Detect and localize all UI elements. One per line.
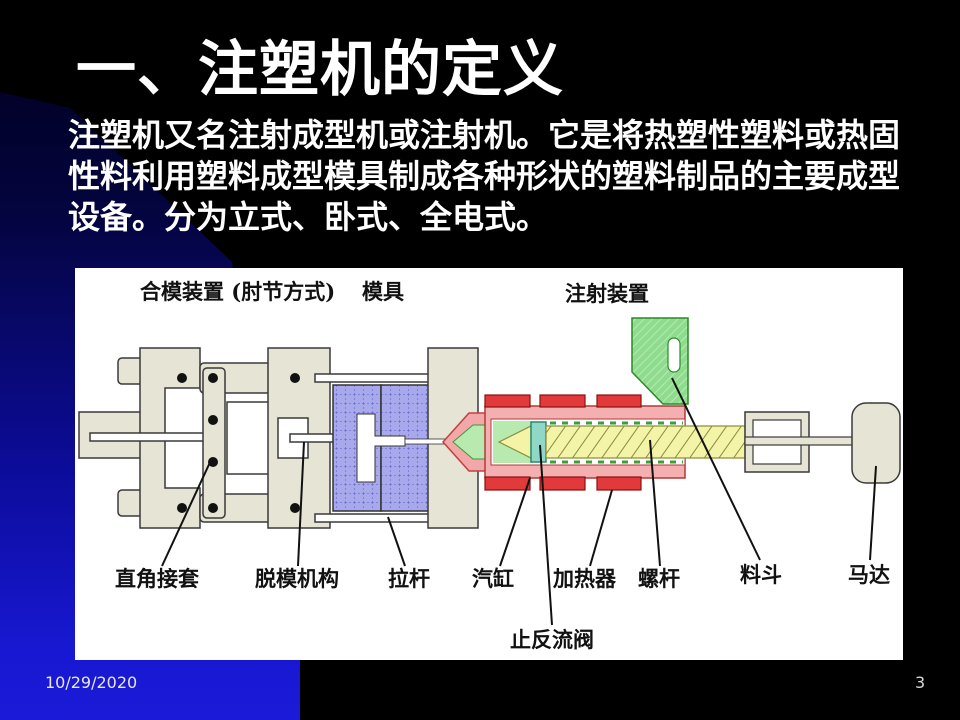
label-ejector-mechanism: 脱模机构 xyxy=(255,566,339,591)
motor xyxy=(851,402,901,484)
heater-band xyxy=(596,476,642,491)
label-cylinder: 汽缸 xyxy=(472,566,514,591)
label-heater: 加热器 xyxy=(553,566,616,591)
body-text: 注塑机又名注射成型机或注射机。它是将热塑性塑料或热固 性料利用塑料成型模具制成各… xyxy=(68,115,900,238)
injection-machine-diagram: 合模装置 (肘节方式) 模具 注射装置 直角接套 脱模机构 拉杆 汽缸 加热器 … xyxy=(75,268,903,660)
heater-band xyxy=(484,476,531,491)
screw xyxy=(545,425,746,459)
mold xyxy=(332,384,430,512)
label-screw: 螺杆 xyxy=(638,566,680,591)
label-check-valve: 止反流阀 xyxy=(510,627,594,652)
toggle-pin xyxy=(208,415,218,425)
heater-band xyxy=(539,476,586,491)
toggle-pin xyxy=(208,373,218,383)
label-hopper: 料斗 xyxy=(740,562,782,587)
body-line: 设备。分为立式、卧式、全电式。 xyxy=(68,198,549,236)
label-clamping-unit: 合模装置 (肘节方式) xyxy=(140,279,336,304)
toggle-pin xyxy=(208,503,218,513)
mold-cavity xyxy=(356,413,406,483)
pointer-line xyxy=(297,441,305,567)
sprue xyxy=(404,438,448,445)
machine-drawing xyxy=(78,317,901,626)
clamping-unit xyxy=(78,347,436,529)
tie-bar xyxy=(314,373,436,383)
mold-fixed-half xyxy=(380,384,430,512)
toggle-pin xyxy=(177,373,187,383)
drive-shaft xyxy=(744,436,856,446)
label-right-angle-sleeve: 直角接套 xyxy=(115,566,199,591)
pointer-line xyxy=(161,457,213,567)
page-number: 3 xyxy=(915,673,926,692)
label-motor: 马达 xyxy=(848,562,890,587)
tie-bar xyxy=(314,513,436,523)
pointer-line xyxy=(387,516,406,567)
injection-unit xyxy=(441,317,901,491)
toggle-pin xyxy=(290,503,300,513)
pointer-line xyxy=(539,444,553,626)
slide-title: 一、注塑机的定义 xyxy=(76,35,564,105)
body-line: 注塑机又名注射成型机或注射机。它是将热塑性塑料或热固 xyxy=(68,116,901,154)
hopper-slot xyxy=(667,337,681,373)
label-injection-unit: 注射装置 xyxy=(565,281,649,306)
pointer-line xyxy=(869,465,877,561)
crosshead-box xyxy=(226,401,270,475)
heater-band xyxy=(539,394,586,408)
heater-band xyxy=(596,394,642,408)
heater-band xyxy=(484,394,531,408)
pointer-line xyxy=(589,489,613,567)
label-tie-bar: 拉杆 xyxy=(388,566,430,591)
rear-platen xyxy=(139,347,201,529)
clamp-rod xyxy=(89,432,213,442)
toggle-pin xyxy=(177,503,187,513)
toggle-pin xyxy=(290,373,300,383)
pointer-lines xyxy=(161,377,877,626)
toggle-pins xyxy=(177,373,300,513)
footer-date: 10/29/2020 xyxy=(45,673,138,692)
heater-bands xyxy=(484,394,642,491)
check-valve xyxy=(530,421,547,463)
pointer-line xyxy=(499,477,531,567)
pointer-line xyxy=(649,439,661,567)
label-mold: 模具 xyxy=(362,279,404,304)
toggle-link-vertical xyxy=(202,367,226,519)
body-line: 性料利用塑料成型模具制成各种形状的塑料制品的主要成型 xyxy=(68,157,901,195)
pointer-line xyxy=(671,377,761,561)
